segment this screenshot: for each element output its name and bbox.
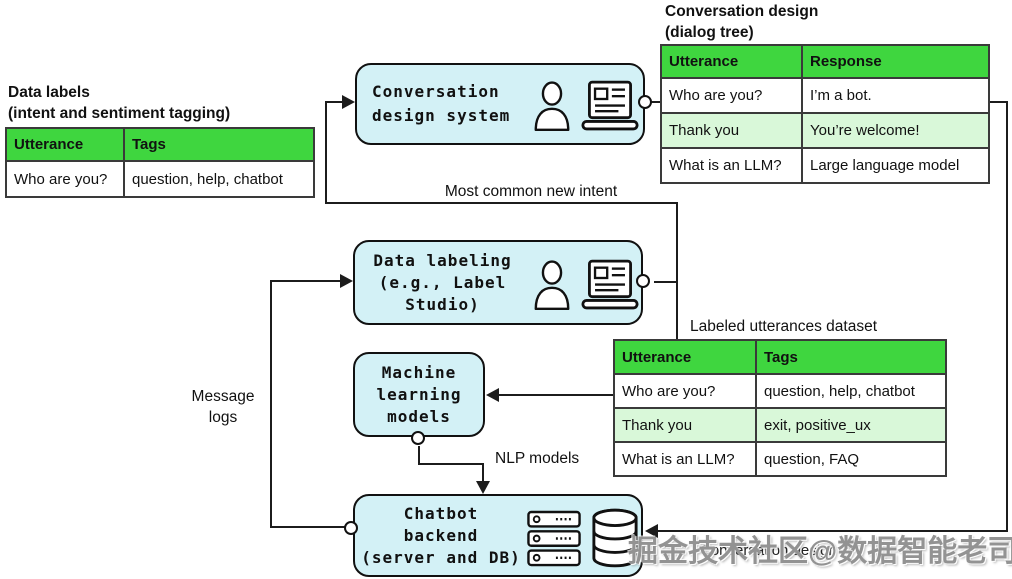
connector-line (482, 463, 484, 482)
connector-line (418, 463, 484, 465)
arrowhead-into-data-labeling (340, 274, 353, 288)
laptop-icon (581, 259, 639, 316)
table-row: What is an LLM? Large language model (660, 147, 990, 184)
column-header: Response (801, 44, 990, 79)
labeled-utterances-table: Utterance Tags Who are you? question, he… (613, 339, 947, 477)
table-cell: Who are you? (660, 77, 803, 114)
edge-label-nlp-models: NLP models (495, 450, 580, 467)
data-labels-table: Utterance Tags Who are you? question, he… (5, 127, 315, 198)
table-cell: Who are you? (5, 160, 125, 198)
connector-node (411, 431, 425, 445)
node-label-line: learning (376, 384, 462, 404)
edge-label-conversation-design: Conversation design (700, 542, 837, 559)
database-icon (591, 508, 639, 573)
arrowhead-into-ml-models (486, 388, 499, 402)
connector-line (325, 101, 347, 103)
table-row: Thank you You’re welcome! (660, 112, 990, 149)
dialog-tree-title-line2: (dialog tree) (665, 24, 754, 41)
column-header: Utterance (660, 44, 803, 79)
dialog-tree-title-line1: Conversation design (665, 3, 819, 20)
server-icon (527, 510, 581, 572)
table-row: Who are you? question, help, chatbot (5, 160, 315, 198)
connector-line-left-loop (270, 281, 272, 528)
table-cell: exit, positive_ux (755, 407, 947, 443)
node-label: Conversation design system (357, 80, 510, 128)
table-row: What is an LLM? question, FAQ (613, 441, 947, 477)
data-labels-title-line1: Data labels (8, 84, 90, 101)
table-row: Who are you? I’m a bot. (660, 77, 990, 114)
connector-line-bottom (656, 530, 1008, 532)
table-row: Thank you exit, positive_ux (613, 407, 947, 443)
laptop-icon (581, 80, 639, 137)
table-cell: What is an LLM? (613, 441, 757, 477)
column-header: Utterance (613, 339, 757, 375)
table-cell: question, help, chatbot (755, 373, 947, 409)
node-label-line: models (387, 406, 451, 426)
connector-line-most-common (325, 202, 678, 204)
node-label-line: Data labeling (373, 250, 512, 270)
edge-label-message-logs: Message logs (182, 386, 264, 428)
person-icon (531, 260, 573, 315)
connector-line (986, 101, 1008, 103)
connector-line (270, 280, 342, 282)
node-label-line: design system (372, 106, 511, 125)
column-header: Utterance (5, 127, 125, 162)
connector-node (638, 95, 652, 109)
column-header: Tags (755, 339, 947, 375)
connector-line (418, 446, 420, 464)
node-label-line: Chatbot (403, 503, 479, 523)
table-cell: Thank you (613, 407, 757, 443)
connector-line (650, 101, 662, 103)
arrowhead-into-chatbot-backend-top (476, 481, 490, 494)
table-cell: Large language model (801, 147, 990, 184)
node-label-line: Machine (381, 362, 457, 382)
node-label-line: Conversation (372, 82, 500, 101)
connector-node (636, 274, 650, 288)
arrowhead-into-chatbot-backend-right (645, 524, 658, 538)
edge-label-line: Message (191, 388, 255, 405)
arrowhead-into-conversation-design-system (342, 95, 355, 109)
connector-line (496, 394, 614, 396)
column-header: Tags (123, 127, 315, 162)
dialog-tree-title: Conversation design (dialog tree) (665, 1, 818, 43)
connector-node (344, 521, 358, 535)
data-labels-title: Data labels (intent and sentiment taggin… (8, 82, 230, 124)
edge-label-line: logs (208, 409, 238, 426)
connector-line (676, 202, 678, 340)
table-cell: question, help, chatbot (123, 160, 315, 198)
connector-line (270, 526, 348, 528)
connector-line (654, 281, 678, 283)
table-cell: Thank you (660, 112, 803, 149)
table-cell: I’m a bot. (801, 77, 990, 114)
table-cell: You’re welcome! (801, 112, 990, 149)
watermark-text: 掘金技术社区@数据智能老司机 (628, 535, 1012, 568)
node-label-line: (e.g., Label (378, 272, 507, 292)
data-labels-title-line2: (intent and sentiment tagging) (8, 105, 231, 122)
connector-line (325, 102, 327, 203)
table-row: Who are you? question, help, chatbot (613, 373, 947, 409)
table-cell: question, FAQ (755, 441, 947, 477)
node-label-line: (server and DB) (361, 547, 521, 567)
connector-line-right-loop (1006, 101, 1008, 531)
dialog-tree-table: Utterance Response Who are you? I’m a bo… (660, 44, 990, 184)
node-label-line: Studio) (405, 294, 480, 314)
person-icon (531, 81, 573, 136)
labeled-utterances-caption: Labeled utterances dataset (690, 318, 877, 335)
node-conversation-design-system: Conversation design system (355, 63, 645, 145)
table-cell: What is an LLM? (660, 147, 803, 184)
node-label-line: backend (403, 525, 479, 545)
table-cell: Who are you? (613, 373, 757, 409)
edge-label-most-common-new-intent: Most common new intent (444, 183, 618, 200)
